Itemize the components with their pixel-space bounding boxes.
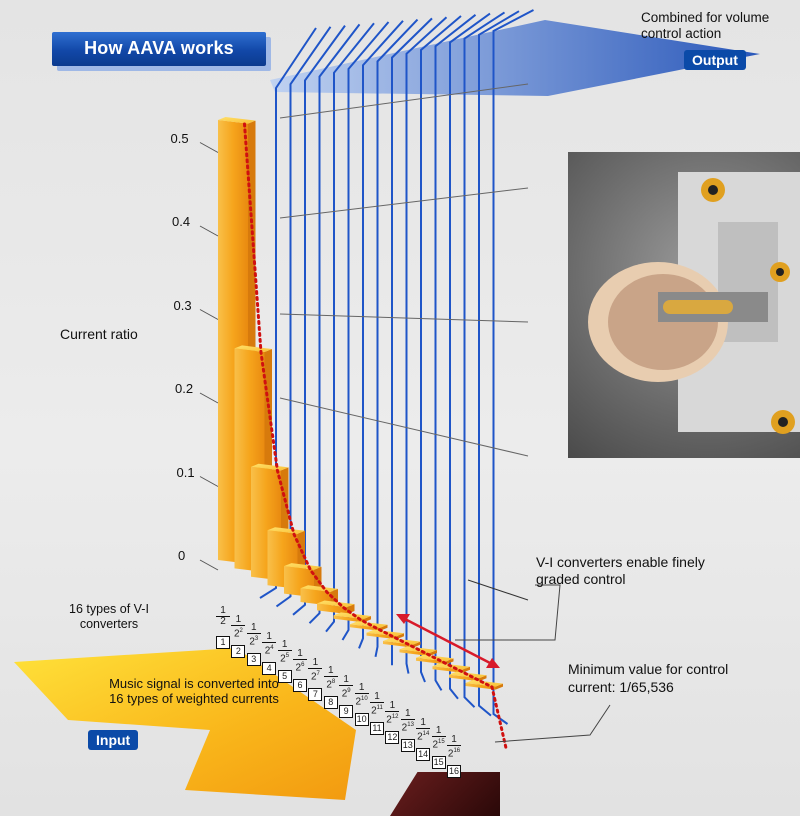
aava-device-photo <box>568 152 800 458</box>
y-gridline <box>199 309 219 320</box>
converter-number-box: 13 <box>400 739 415 753</box>
converter-number-box: 11 <box>370 722 384 735</box>
y-gridline <box>199 142 219 153</box>
y-tick-label: 0 <box>178 548 186 563</box>
y-gridlines <box>199 142 219 571</box>
converter-number-box: 8 <box>323 696 338 710</box>
converter-bar <box>465 680 503 690</box>
range-arrow <box>396 614 500 668</box>
converter-wire <box>358 20 404 649</box>
device-illustration <box>588 172 800 434</box>
photo-leader-line <box>279 397 529 457</box>
converter-number-box: 9 <box>339 704 354 718</box>
y-gridline <box>199 559 219 571</box>
converter-number-box: 10 <box>354 713 369 727</box>
converter-wire <box>478 10 520 717</box>
input-caption: Music signal is converted into 16 types … <box>109 676 279 706</box>
converter-wire <box>292 25 346 616</box>
converter-number-box: 6 <box>293 679 307 692</box>
converter-wire <box>275 26 332 608</box>
leader-line-minimum <box>494 704 611 743</box>
converter-wire <box>492 9 534 725</box>
y-gridline <box>199 476 219 487</box>
converter-wire <box>374 18 419 657</box>
y-tick-label: 0.4 <box>172 214 191 229</box>
y-gridline <box>199 225 219 237</box>
y-tick-label: 0.1 <box>176 464 195 480</box>
bars-group <box>218 117 503 690</box>
fine-control-annotation: V-I converters enable finely graded cont… <box>536 554 705 587</box>
photo-leader-line <box>279 313 529 323</box>
converter-wire <box>420 15 462 683</box>
leader-line-fine-control-2 <box>455 584 561 641</box>
converter-wire <box>434 14 477 691</box>
diagram-title: How AAVA works <box>84 38 234 58</box>
converter-number-box: 7 <box>308 687 323 701</box>
converter-number-box: 3 <box>246 653 261 667</box>
converter-wire <box>325 22 375 633</box>
wires-group <box>259 9 534 725</box>
output-badge: Output <box>684 50 746 70</box>
converter-wire <box>391 17 433 666</box>
minimum-value-annotation: Minimum value for control current: 1/65,… <box>568 661 729 695</box>
red-dotted-curve <box>243 122 508 750</box>
converter-number-box: 14 <box>416 747 431 761</box>
converter-wire <box>405 16 448 674</box>
converter-number-box: 12 <box>385 730 400 744</box>
converters-label: 16 types of V-I converters <box>69 602 149 631</box>
y-axis-label: Current ratio <box>60 326 138 342</box>
converter-wire <box>341 21 390 641</box>
output-caption: Combined for volume control action <box>641 10 770 41</box>
converter-number-box: 1 <box>216 636 230 649</box>
input-badge: Input <box>88 730 139 750</box>
converter-wire <box>308 23 361 624</box>
leader-line-fine-control <box>467 579 529 601</box>
converter-bar <box>317 600 355 614</box>
input-arrow-shape <box>14 648 356 800</box>
y-tick-label: 0.2 <box>175 381 194 396</box>
title-banner: How AAVA works <box>52 32 266 66</box>
converter-wire <box>449 12 491 700</box>
converter-wire <box>259 27 317 599</box>
y-tick-label: 0.5 <box>170 130 189 146</box>
converter-number-box: 4 <box>262 661 277 675</box>
converter-number-box: 2 <box>231 644 246 658</box>
converter-number-box: 5 <box>277 670 292 684</box>
y-tick-label: 0.3 <box>173 297 192 313</box>
photo-leader-line <box>279 83 529 119</box>
y-gridline <box>199 392 219 404</box>
converter-number-box: 15 <box>431 756 446 770</box>
photo-leader-line <box>279 187 529 219</box>
converter-wire <box>463 11 506 708</box>
converter-number-box: 16 <box>447 765 461 778</box>
